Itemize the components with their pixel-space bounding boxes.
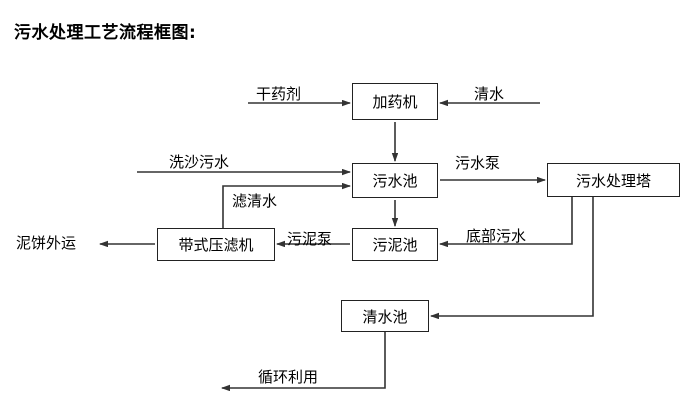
node-label: 加药机 — [372, 93, 418, 111]
page-title: 污水处理工艺流程框图: — [14, 23, 197, 43]
edge-label-bottom-wastewater: 底部污水 — [466, 227, 527, 245]
edge-recycle-reuse — [221, 332, 386, 392]
node-sludge-pool[interactable]: 污泥池 — [352, 228, 438, 261]
node-label: 污水处理塔 — [575, 171, 651, 190]
edge-label-recycle-reuse: 循环利用 — [258, 368, 319, 386]
node-dosing-machine[interactable]: 加药机 — [352, 83, 438, 120]
edge-bottom-wastewater-to-sludge — [439, 197, 573, 248]
node-clear-water-pool[interactable]: 清水池 — [341, 300, 429, 332]
node-label: 污水池 — [372, 172, 418, 190]
node-belt-filter-press[interactable]: 带式压滤机 — [157, 228, 275, 261]
edge-label-mud-cake-out: 泥饼外运 — [16, 234, 77, 252]
node-wastewater-pool[interactable]: 污水池 — [352, 163, 438, 198]
node-treatment-tower[interactable]: 污水处理塔 — [547, 163, 680, 197]
edge-label-wastewater-pump: 污水泵 — [455, 154, 501, 172]
edge-label-sand-wash-wastewater: 洗沙污水 — [169, 153, 230, 171]
edge-label-sludge-pump: 污泥泵 — [287, 230, 333, 248]
node-label: 污泥池 — [372, 236, 418, 254]
edge-tower-to-clearwater — [430, 197, 594, 320]
node-label: 带式压滤机 — [178, 236, 254, 254]
edge-filtered-water-to-wastewater — [222, 182, 351, 243]
edge-label-clean-water: 清水 — [474, 85, 505, 103]
edge-label-dry-chemical: 干药剂 — [256, 85, 302, 103]
edge-label-filtered-clear-water: 滤清水 — [232, 192, 278, 210]
node-label: 清水池 — [362, 307, 408, 326]
